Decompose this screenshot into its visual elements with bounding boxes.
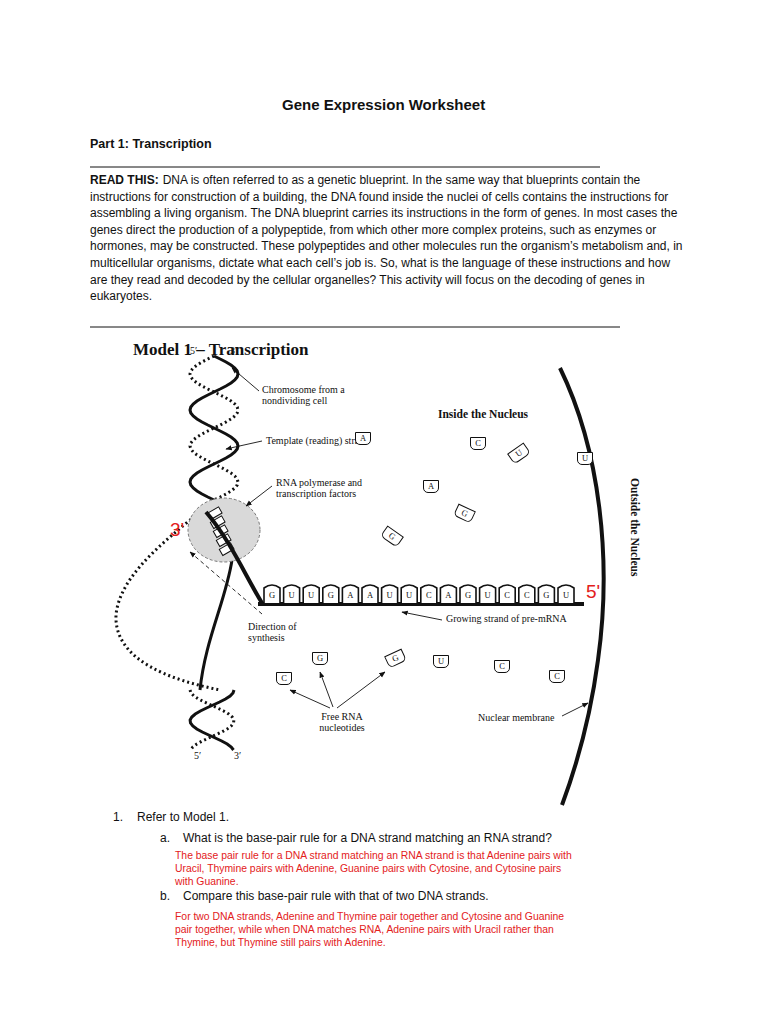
mrna-nucleotide xyxy=(342,585,358,603)
mrna-nucleotide xyxy=(362,585,378,603)
mrna-nucleotide xyxy=(284,585,300,603)
coding-strand xyxy=(190,356,238,500)
mrna-base: A xyxy=(343,590,357,601)
mrna-base: C xyxy=(500,590,514,601)
rule-line xyxy=(90,167,600,168)
mrna-base: G xyxy=(324,590,338,601)
question-number: 1. xyxy=(113,810,123,825)
strand-end: 5′ xyxy=(194,750,201,761)
base-letter: G xyxy=(387,530,398,542)
mrna-nucleotide xyxy=(558,585,574,603)
mrna-nucleotide xyxy=(264,585,280,603)
free-nucleotide: U xyxy=(577,452,593,465)
mrna-nucleotide xyxy=(382,585,398,603)
template-strand xyxy=(190,690,234,750)
mrna-nucleotide xyxy=(499,585,515,603)
callout: Template (reading) strand xyxy=(266,435,369,446)
mrna-base: G xyxy=(461,590,475,601)
question-text: What is the base-pair rule for a DNA str… xyxy=(183,831,552,846)
free-nucleotide: U xyxy=(433,655,449,668)
mrna-nucleotide xyxy=(519,585,535,603)
base-letter: C xyxy=(499,661,505,671)
mrna-base: G xyxy=(539,590,553,601)
callout: Nuclear membrane xyxy=(478,712,554,723)
read-this-lead: READ THIS: xyxy=(90,173,159,187)
rule-line xyxy=(90,327,620,328)
callout: Chromosome from a nondividing cell xyxy=(262,384,357,406)
mrna-base: U xyxy=(304,590,318,601)
free-nucleotide: G xyxy=(453,504,476,524)
coding-strand xyxy=(190,690,234,750)
figure-title: Model 1 – Transcription xyxy=(133,339,309,360)
section-heading: Part 1: Transcription xyxy=(90,137,212,153)
free-nucleotide: C xyxy=(549,670,565,683)
question-text: Refer to Model 1. xyxy=(137,810,229,825)
mrna-base: A xyxy=(363,590,377,601)
base-letter: G xyxy=(460,507,470,519)
callout: Free RNA nucleotides xyxy=(302,711,382,733)
free-nucleotide: U xyxy=(507,442,531,464)
question-letter: b. xyxy=(160,889,170,904)
free-nucleotide: G xyxy=(312,652,328,665)
strand-end: 3′ xyxy=(230,345,237,356)
answer-text: The base pair rule for a DNA strand matc… xyxy=(175,849,575,888)
mrna-base: U xyxy=(559,590,573,601)
base-letter: C xyxy=(554,671,560,681)
base-letter: A xyxy=(360,433,366,443)
strand-end: 3' xyxy=(170,518,184,542)
base-letter: C xyxy=(475,438,481,448)
mrna-base: U xyxy=(402,590,416,601)
intro-paragraph: READ THIS:DNA is often referred to as a … xyxy=(90,172,684,305)
template-strand xyxy=(190,356,238,500)
free-nucleotide: C xyxy=(276,672,292,685)
rna-polymerase xyxy=(188,498,260,562)
free-nucleotide: C xyxy=(494,660,510,673)
nuclear-membrane xyxy=(560,368,604,805)
mrna-base: U xyxy=(481,590,495,601)
base-letter: U xyxy=(582,453,588,463)
question-letter: a. xyxy=(160,831,170,846)
mrna-base: A xyxy=(441,590,455,601)
free-nucleotide: C xyxy=(470,437,486,450)
pre-mrna-strand xyxy=(258,585,584,604)
mrna-nucleotide xyxy=(440,585,456,603)
mrna-base: U xyxy=(383,590,397,601)
mrna-base: U xyxy=(285,590,299,601)
mrna-nucleotide xyxy=(538,585,554,603)
base-letter: U xyxy=(438,656,444,666)
mrna-nucleotide xyxy=(323,585,339,603)
callout: Direction of synthesis xyxy=(248,621,323,643)
region-label: Outside the Nucleus xyxy=(628,478,642,576)
mrna-nucleotide xyxy=(401,585,417,603)
base-letter: A xyxy=(428,481,434,491)
mrna-base: C xyxy=(520,590,534,601)
free-nucleotide: A xyxy=(423,480,439,493)
free-nucleotide: G xyxy=(384,649,407,669)
mrna-nucleotide xyxy=(480,585,496,603)
paragraph-text: DNA is often referred to as a genetic bl… xyxy=(90,173,683,303)
base-letter: U xyxy=(513,447,524,459)
callout: Growing strand of pre-mRNA xyxy=(446,613,567,624)
region-label: Inside the Nucleus xyxy=(438,407,528,421)
page-title: Gene Expression Worksheet xyxy=(282,96,485,115)
mrna-nucleotide xyxy=(460,585,476,603)
leader-lines xyxy=(190,368,588,716)
base-letter: G xyxy=(317,653,323,663)
free-nucleotide: G xyxy=(380,525,404,547)
base-letter: G xyxy=(390,652,400,664)
free-nucleotide: A xyxy=(355,432,371,445)
mrna-nucleotide xyxy=(421,585,437,603)
mrna-nucleotide xyxy=(303,585,319,603)
mrna-base: C xyxy=(422,590,436,601)
answer-text: For two DNA strands, Adenine and Thymine… xyxy=(175,910,575,949)
strand-end: 5′ xyxy=(190,345,197,356)
base-letter: C xyxy=(281,673,287,683)
strand-end: 5' xyxy=(586,580,600,604)
callout: RNA polymerase and transcription factors xyxy=(276,477,381,499)
mrna-base: G xyxy=(265,590,279,601)
strand-end: 3′ xyxy=(234,750,241,761)
question-text: Compare this base-pair rule with that of… xyxy=(183,889,488,904)
